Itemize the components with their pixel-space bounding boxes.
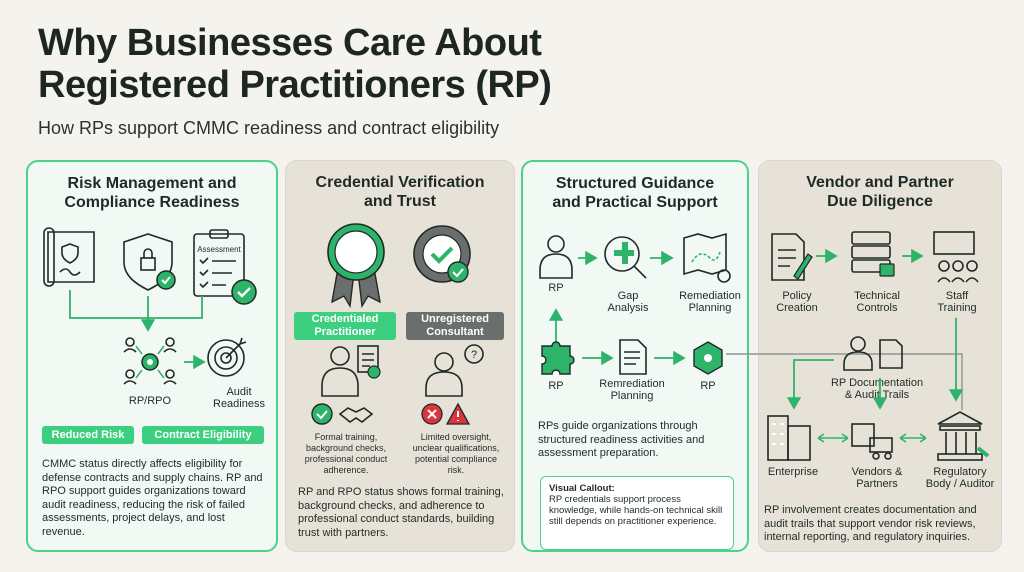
panel-title: Risk Management and Compliance Readiness (28, 174, 276, 212)
rem-line-2: Planning (688, 302, 732, 314)
title-line-1: Why Businesses Care About (38, 22, 542, 64)
reduced-risk-chip: Reduced Risk (42, 426, 134, 444)
policy-creation-label: Policy Creation (764, 290, 830, 314)
panel-title-line-1: Credential Verification (315, 174, 485, 191)
gap-line-1: Gap (617, 290, 639, 302)
chip-line-2: Practitioner (314, 326, 376, 338)
rp-rpo-label: RP/RPO (128, 395, 172, 407)
audit-readiness-label: Audit Readiness (204, 386, 274, 410)
panel-title-line-2: Compliance Readiness (64, 194, 240, 211)
risk-body-text: CMMC status directly affects eligibility… (42, 458, 263, 538)
staff-line-2: Training (937, 302, 977, 314)
rp-right-label: RP (700, 380, 716, 392)
panel-title: Credential Verification and Trust (286, 173, 514, 211)
credential-body-text: RP and RPO status shows formal training,… (298, 486, 504, 539)
rp-top-label: RP (548, 282, 564, 294)
policy-line-2: Creation (776, 302, 818, 314)
page-title: Why Businesses Care About Registered Pra… (38, 22, 552, 106)
chip-line-1: Unregistered (421, 313, 489, 325)
tech-line-1: Technical (854, 290, 900, 302)
page-subtitle: How RPs support CMMC readiness and contr… (38, 118, 500, 138)
panel-title: Structured Guidance and Practical Suppor… (523, 174, 747, 212)
staff-training-label: Staff Training (926, 290, 988, 314)
panel-title-line-2: and Practical Support (552, 194, 718, 211)
title-line-2: Registered Practitioners (RP) (38, 64, 552, 106)
panel-title-line-2: Due Diligence (827, 193, 933, 210)
callout-body: RP credentials support process knowledge… (549, 494, 723, 527)
reg-line-2: Body / Auditor (925, 478, 995, 490)
rp-badge-text: RP (344, 236, 368, 255)
contract-eligibility-chip: Contract Eligibility (142, 426, 264, 444)
unregistered-consultant-chip: Unregistered Consultant (406, 312, 504, 340)
panel-title: Vendor and Partner Due Diligence (759, 173, 1001, 211)
unregistered-description: Limited oversight, unclear qualification… (412, 432, 500, 475)
rem-line-1: Remediation (679, 290, 741, 302)
panel-title-line-1: Structured Guidance (555, 175, 715, 192)
gap-line-2: Analysis (607, 302, 649, 314)
visual-callout: Visual Callout: RP credentials support p… (540, 476, 734, 550)
remrediation-planning-label: Remrediation Planning (592, 378, 672, 402)
panel-title-line-1: Vendor and Partner (806, 174, 954, 191)
guidance-body-text: RPs guide organizations through structur… (538, 420, 705, 459)
chip-line-1: Credentialed (311, 313, 379, 325)
doc-line-1: RP Documentation (830, 377, 924, 389)
rp-documentation-label: RP Documentation & Audit Trails (822, 377, 932, 401)
vendors-line-1: Vendors & (851, 466, 903, 478)
credentialed-practitioner-chip: Credentialed Practitioner (294, 312, 396, 340)
remr-line-2: Planning (610, 390, 654, 402)
enterprise-label: Enterprise (767, 466, 819, 478)
staff-line-1: Staff (945, 290, 969, 302)
reg-line-1: Regulatory (933, 466, 987, 478)
credentialed-description: Formal training, background checks, prof… (304, 432, 388, 475)
panel-vendor-due-diligence: Vendor and Partner Due Diligence (758, 160, 1002, 552)
remediation-planning-label: Remediation Planning (672, 290, 748, 314)
vendor-body-text: RP involvement creates documentation and… (764, 504, 977, 543)
policy-line-1: Policy (782, 290, 812, 302)
vendors-line-2: Partners (856, 478, 898, 490)
vendors-partners-label: Vendors & Partners (842, 466, 912, 490)
technical-controls-label: Technical Controls (842, 290, 912, 314)
doc-line-2: & Audit Trails (844, 389, 910, 401)
callout-title: Visual Callout: (549, 483, 615, 494)
chip-line-2: Consultant (426, 326, 484, 338)
gap-analysis-label: Gap Analysis (598, 290, 658, 314)
tech-line-2: Controls (856, 302, 898, 314)
audit-line-1: Audit (226, 386, 252, 398)
audit-line-2: Readiness (213, 398, 265, 410)
panel-title-line-1: Risk Management and (67, 175, 237, 192)
panel-title-line-2: and Trust (363, 193, 436, 210)
regulatory-body-label: Regulatory Body / Auditor (920, 466, 1000, 490)
rp-mid-label: RP (548, 380, 564, 392)
rp-badge-subtext: Cyber AB (345, 258, 371, 264)
assessment-doc-label: Assessment (197, 245, 241, 254)
remr-line-1: Remrediation (599, 378, 665, 390)
